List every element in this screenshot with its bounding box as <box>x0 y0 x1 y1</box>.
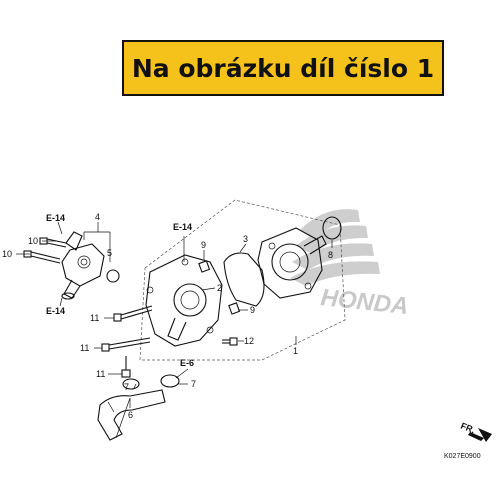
hose-clamp-7-right <box>160 374 180 388</box>
ref-e14-left-top: E-14 <box>46 213 65 223</box>
callout-9-lower: 9 <box>250 305 255 315</box>
callout-8: 8 <box>328 250 333 260</box>
front-label: FR. <box>459 421 476 436</box>
o-ring-5 <box>106 269 120 283</box>
watermark-text: HONDA <box>319 284 409 320</box>
water-outlet-fitting <box>61 231 105 300</box>
assembly-outline <box>139 199 346 361</box>
leader-lines <box>16 221 333 439</box>
bracket-4-5 <box>83 222 111 262</box>
water-hose-6 <box>97 389 166 441</box>
callout-11-middle: 11 <box>80 343 89 353</box>
arrow-icon <box>468 428 492 442</box>
bolt-11-upper <box>113 305 153 322</box>
bolt-10-lower <box>23 250 61 264</box>
callout-1: 1 <box>293 346 298 356</box>
callout-5: 5 <box>107 248 112 258</box>
part-number-banner: Na obrázku díl číslo 1 <box>122 40 444 96</box>
o-ring-8 <box>322 216 342 240</box>
callout-11-lower: 11 <box>96 369 105 379</box>
callout-4: 4 <box>95 212 100 222</box>
bolt-11-lower <box>121 356 131 378</box>
bolt-10-upper <box>39 237 67 248</box>
callout-9-upper: 9 <box>201 240 206 250</box>
gasket-3 <box>223 252 265 307</box>
banner-text: Na obrázku díl číslo 1 <box>131 53 435 83</box>
dowel-pin-9-upper <box>198 260 211 273</box>
figure-code: K027E0900 <box>444 453 481 460</box>
front-direction-indicator: FR. <box>459 421 492 442</box>
callout-10-upper: 10 <box>28 236 38 246</box>
dowel-pin-9-lower <box>228 302 241 315</box>
bolt-11-middle <box>101 337 151 352</box>
callout-6: 6 <box>128 410 133 420</box>
callout-2: 2 <box>217 283 222 293</box>
callout-7-left: 7 <box>124 382 129 392</box>
callout-3: 3 <box>243 234 248 244</box>
water-pump-body <box>257 227 327 299</box>
ref-e14-left-bottom: E-14 <box>46 306 65 316</box>
callout-10-lower: 10 <box>2 249 12 259</box>
ref-e6: E-6 <box>180 358 194 368</box>
callout-12: 12 <box>244 336 254 346</box>
callout-11-upper: 11 <box>90 313 99 323</box>
bolt-12 <box>222 337 238 346</box>
ref-e14-cover: E-14 <box>173 222 192 232</box>
water-pump-cover <box>145 254 223 347</box>
hose-clamp-7-left <box>122 378 140 390</box>
callout-7-right: 7 <box>191 379 196 389</box>
